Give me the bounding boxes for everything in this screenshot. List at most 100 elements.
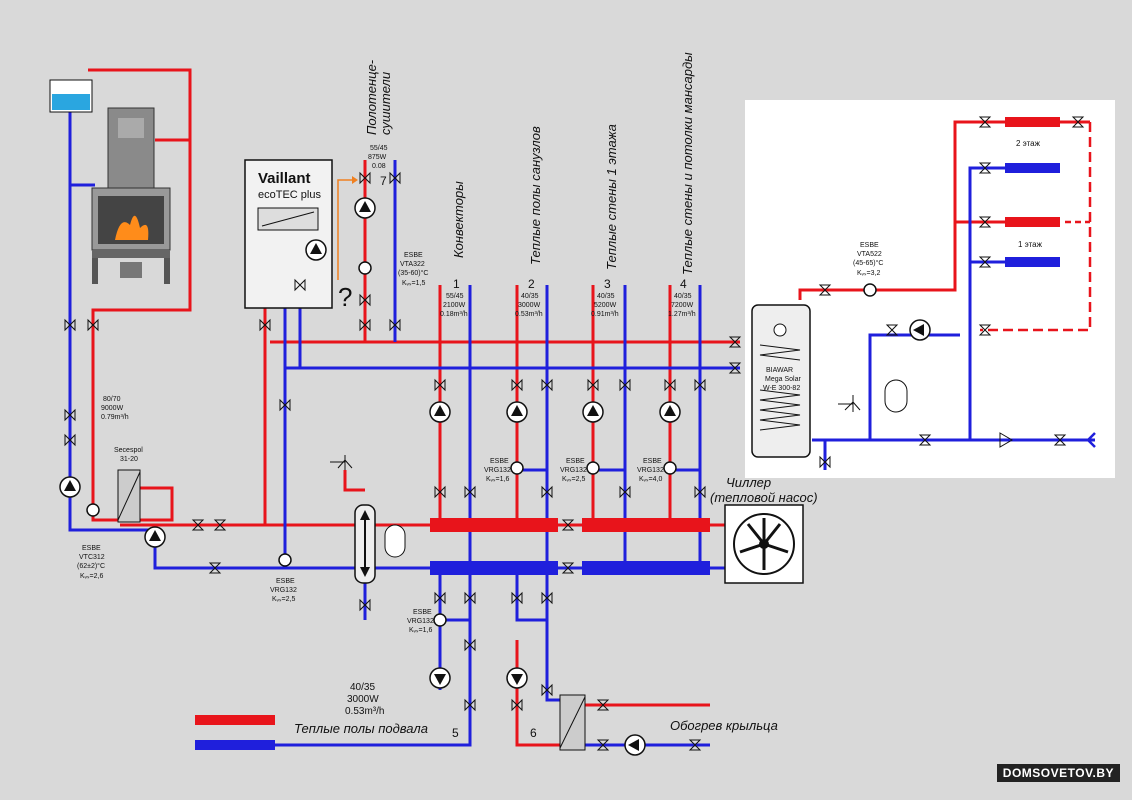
supply-manifold-left bbox=[430, 518, 558, 532]
label-basement-floor: Теплые полы подвала bbox=[294, 721, 428, 736]
svg-text:Kᵥₛ=2,6: Kᵥₛ=2,6 bbox=[80, 573, 103, 580]
label-walls-attic: Теплые стены и потолки мансарды bbox=[680, 52, 695, 275]
svg-text:Kᵥₛ=3,2: Kᵥₛ=3,2 bbox=[857, 270, 880, 277]
towel-pump-icon bbox=[354, 197, 376, 219]
svg-text:Secespol: Secespol bbox=[114, 447, 143, 454]
vaillant-logo: Vaillant bbox=[258, 170, 311, 187]
circuit-4-number: 4 bbox=[680, 277, 687, 291]
svg-text:(35-60)°C: (35-60)°C bbox=[398, 269, 428, 277]
svg-text:0.79m³/h: 0.79m³/h bbox=[101, 414, 129, 421]
pump-c1-icon bbox=[429, 401, 451, 423]
pump-porch-hx-icon bbox=[506, 667, 528, 689]
svg-text:55/45: 55/45 bbox=[446, 293, 464, 300]
circuit-1-number: 1 bbox=[453, 277, 460, 291]
heat-exchanger-porch bbox=[559, 694, 586, 751]
question-mark: ? bbox=[338, 282, 352, 312]
svg-text:Mega Solar: Mega Solar bbox=[765, 376, 801, 383]
expansion-tank-mid bbox=[384, 524, 406, 558]
svg-text:(62±2)°C: (62±2)°C bbox=[77, 562, 105, 570]
mixing-valves bbox=[86, 261, 877, 627]
svg-text:W-E 300-82: W-E 300-82 bbox=[763, 385, 800, 392]
svg-text:ESBE: ESBE bbox=[404, 252, 423, 259]
svg-text:40/35: 40/35 bbox=[350, 682, 375, 693]
valve-label-vta522: ESBE VTA522(45-65)°C Kᵥₛ=3,2 bbox=[853, 242, 883, 277]
fireplace bbox=[91, 107, 171, 284]
svg-text:875W: 875W bbox=[368, 154, 387, 161]
collector-1floor-supply bbox=[1005, 217, 1060, 227]
pump-porch-icon bbox=[624, 734, 646, 756]
spec-c1: 55/45 2100W 0.18m³/h bbox=[440, 293, 468, 318]
label-walls-1: Теплые стены 1 этажа bbox=[604, 124, 619, 270]
svg-text:ESBE: ESBE bbox=[643, 458, 662, 465]
svg-text:9000W: 9000W bbox=[101, 405, 124, 412]
svg-text:ESBE: ESBE bbox=[490, 458, 509, 465]
svg-text:ESBE: ESBE bbox=[413, 609, 432, 616]
svg-text:2100W: 2100W bbox=[443, 302, 466, 309]
pump-basement-icon bbox=[429, 667, 451, 689]
svg-text:31-20: 31-20 bbox=[120, 456, 138, 463]
svg-text:1.27m³/h: 1.27m³/h bbox=[668, 311, 696, 318]
svg-text:Kᵥₛ=2,5: Kᵥₛ=2,5 bbox=[562, 476, 585, 483]
hx-label: Secespol 31-20 bbox=[114, 447, 143, 463]
gas-boiler: Vaillant ecoTEC plus bbox=[244, 159, 333, 309]
circuit-7-number: 7 bbox=[380, 174, 387, 188]
label-convectors: Конвекторы bbox=[451, 181, 466, 258]
svg-text:7200W: 7200W bbox=[671, 302, 694, 309]
label-chiller: Чиллер bbox=[726, 475, 771, 490]
svg-text:0.53m³/h: 0.53m³/h bbox=[345, 706, 384, 717]
return-manifold-right bbox=[582, 561, 710, 575]
spec-fireplace: 80/70 9000W 0.79m³/h bbox=[101, 396, 129, 421]
svg-text:VTC312: VTC312 bbox=[79, 554, 105, 561]
pump-c4-icon bbox=[659, 401, 681, 423]
svg-text:0.91m³/h: 0.91m³/h bbox=[591, 311, 619, 318]
boiler-model: ecoTEC plus bbox=[258, 189, 321, 201]
hydraulic-separator bbox=[354, 504, 376, 584]
svg-text:ESBE: ESBE bbox=[82, 545, 101, 552]
svg-text:5200W: 5200W bbox=[594, 302, 617, 309]
svg-text:Kᵥₛ=1,5: Kᵥₛ=1,5 bbox=[402, 280, 425, 287]
watermark: DOMSOVETOV.BY bbox=[996, 764, 1120, 782]
svg-text:VRG132: VRG132 bbox=[560, 467, 587, 474]
svg-text:0.18m³/h: 0.18m³/h bbox=[440, 311, 468, 318]
pump-upper-icon bbox=[909, 319, 931, 341]
svg-text:(45-65)°C: (45-65)°C bbox=[853, 259, 883, 267]
svg-text:40/35: 40/35 bbox=[521, 293, 539, 300]
svg-text:VTA522: VTA522 bbox=[857, 251, 882, 258]
water-inlet-icon bbox=[1086, 432, 1096, 448]
svg-text:80/70: 80/70 bbox=[103, 396, 121, 403]
svg-text:0.08: 0.08 bbox=[372, 163, 386, 170]
svg-text:40/35: 40/35 bbox=[674, 293, 692, 300]
label-towel-dryers-2: сушители bbox=[378, 72, 393, 135]
bypass-arrow bbox=[337, 179, 352, 280]
svg-text:ESBE: ESBE bbox=[860, 242, 879, 249]
supply-manifold-right bbox=[582, 518, 710, 532]
label-towel-dryers: Полотенце- bbox=[364, 59, 379, 135]
circuit-5-number: 5 bbox=[452, 726, 459, 740]
safety-valves bbox=[330, 395, 861, 470]
circuit-2-number: 2 bbox=[528, 277, 535, 291]
svg-text:3000W: 3000W bbox=[347, 694, 379, 705]
dashed-loop bbox=[980, 122, 1092, 332]
label-porch: Обогрев крыльца bbox=[670, 718, 778, 733]
label-floor-2: 2 этаж bbox=[1016, 139, 1041, 148]
heat-exchanger-main bbox=[117, 469, 141, 523]
svg-text:VRG132: VRG132 bbox=[637, 467, 664, 474]
expansion-tank-right bbox=[884, 379, 908, 413]
svg-text:Kᵥₛ=1,6: Kᵥₛ=1,6 bbox=[486, 476, 509, 483]
svg-text:0.53m³/h: 0.53m³/h bbox=[515, 311, 543, 318]
svg-text:Kᵥₛ=1,6: Kᵥₛ=1,6 bbox=[409, 627, 432, 634]
svg-text:VRG132: VRG132 bbox=[407, 618, 434, 625]
